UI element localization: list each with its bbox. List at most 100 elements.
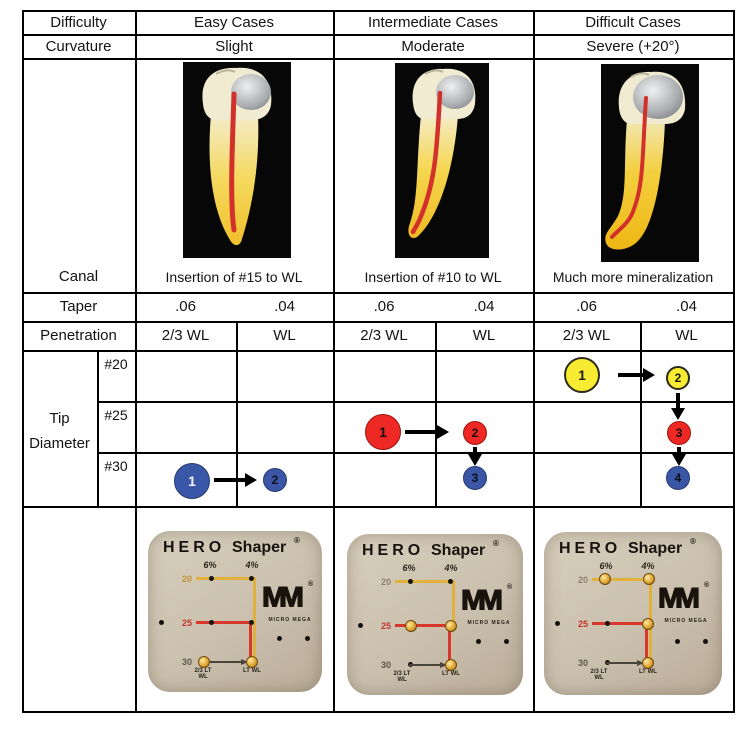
grid-vline xyxy=(22,10,24,713)
taper-col-6pct: 6% xyxy=(599,561,613,571)
taper-difficult-04: .04 xyxy=(676,297,697,315)
depth-label-ltwl: LT WL xyxy=(243,668,261,674)
taper-col-4pct: 4% xyxy=(444,563,458,573)
registered-mark: ® xyxy=(308,581,314,588)
step-marker-difficult-2: 2 xyxy=(666,366,690,390)
grid-hline xyxy=(22,350,735,352)
file-pin xyxy=(643,573,655,585)
taper-row-label: Taper xyxy=(59,297,98,315)
grid-hline xyxy=(97,452,735,454)
card-row-25: 25 xyxy=(181,618,192,628)
depth-label-23ltwl: 2/3 LT WL xyxy=(194,668,212,680)
depth-arrow xyxy=(409,661,447,668)
tooth-image-intermediate xyxy=(395,63,489,258)
taper-col-4pct: 4% xyxy=(245,560,259,570)
grid-dot xyxy=(675,639,680,644)
grid-dot xyxy=(209,620,214,625)
grid-dot xyxy=(448,579,453,584)
depth-label-ltwl: LT WL xyxy=(639,669,657,675)
red-path xyxy=(645,622,648,665)
yellow-path xyxy=(253,577,256,664)
registered-mark: ® xyxy=(294,536,300,545)
micro-mega-wordmark: MICRO MEGA xyxy=(467,620,511,626)
taper-easy-04: .04 xyxy=(274,297,295,315)
card-brand-text: HERO xyxy=(163,539,226,556)
difficulty-row-label: Difficulty xyxy=(50,13,107,31)
grid-vline xyxy=(97,350,99,508)
taper-col-6pct: 6% xyxy=(402,563,416,573)
penetration-intermediate-23wl: 2/3 WL xyxy=(360,326,408,344)
taper-intermediate-04: .04 xyxy=(473,297,495,315)
penetration-difficult-wl: WL xyxy=(675,326,698,344)
tooth-image-easy xyxy=(183,62,291,258)
penetration-intermediate-wl: WL xyxy=(472,326,496,344)
grid-dot xyxy=(476,639,481,644)
penetration-easy-23wl: 2/3 WL xyxy=(161,326,210,344)
grid-dot xyxy=(277,636,282,641)
grid-dot xyxy=(249,620,254,625)
case-header-easy: Easy Cases xyxy=(193,13,275,31)
penetration-easy-wl: WL xyxy=(273,326,296,344)
grid-dot xyxy=(605,621,610,626)
registered-mark: ® xyxy=(690,537,696,546)
step-marker-difficult-3: 3 xyxy=(667,421,691,445)
micro-mega-logo: MM xyxy=(461,584,503,617)
depth-label-ltwl: LT WL xyxy=(442,671,460,677)
depth-label-23ltwl: 2/3 LT WL xyxy=(590,669,608,681)
penetration-row-label: Penetration xyxy=(40,326,117,344)
micro-mega-logo: MM xyxy=(262,581,304,614)
file-pin xyxy=(405,620,417,632)
hero-shaper-card-intermediate: HERO Shaper ® 6% 4% 20 25 30 2/3 LT WL L… xyxy=(347,534,523,695)
curvature-row-label: Curvature xyxy=(45,37,112,55)
arrow-down xyxy=(671,447,686,466)
grid-dot xyxy=(703,639,708,644)
grid-vline xyxy=(135,10,137,713)
file-pin xyxy=(445,659,457,671)
tip-size-25: #25 xyxy=(104,406,128,423)
grid-hline xyxy=(22,58,735,60)
yellow-path xyxy=(196,577,255,580)
registered-mark: ® xyxy=(493,539,499,548)
curvature-intermediate: Moderate xyxy=(401,37,465,55)
tooth-illustration-difficult xyxy=(605,71,686,250)
hero-shaper-card-difficult: HERO Shaper ® 6% 4% 20 25 30 2/3 LT WL L… xyxy=(544,532,722,695)
yellow-path xyxy=(395,580,454,583)
grid-dot xyxy=(209,576,214,581)
tip-diameter-label-line2: Diameter xyxy=(29,435,90,453)
tooth-illustration-intermediate xyxy=(408,68,476,239)
tip-size-20: #20 xyxy=(104,355,128,372)
file-pin xyxy=(246,656,258,668)
grid-dot xyxy=(408,579,413,584)
taper-col-4pct: 4% xyxy=(641,561,655,571)
card-row-30: 30 xyxy=(577,658,588,668)
arrow-right xyxy=(618,367,655,382)
red-path xyxy=(395,624,449,627)
card-brand-text: HERO xyxy=(559,540,622,557)
tip-diameter-label-line1: Tip xyxy=(49,410,70,428)
card-brand-text: HERO xyxy=(362,542,425,559)
card-row-30: 30 xyxy=(380,660,391,670)
yellow-path xyxy=(592,578,651,581)
card-product-text: Shaper xyxy=(628,540,683,557)
taper-intermediate-06: .06 xyxy=(373,297,395,315)
tooth-image-difficult xyxy=(601,64,699,262)
arrow-down xyxy=(670,393,685,420)
micro-mega-wordmark: MICRO MEGA xyxy=(664,618,708,624)
card-product-text: Shaper xyxy=(232,539,287,556)
file-pin xyxy=(198,656,210,668)
depth-arrow xyxy=(606,659,644,666)
file-pin xyxy=(642,618,654,630)
card-row-25: 25 xyxy=(577,619,588,629)
grid-dot xyxy=(358,623,363,628)
step-marker-difficult-4: 4 xyxy=(666,466,690,490)
card-row-20: 20 xyxy=(577,575,588,585)
grid-vline xyxy=(236,321,238,508)
taper-easy-06: .06 xyxy=(175,297,196,315)
micro-mega-logo: MM xyxy=(658,582,700,615)
grid-vline xyxy=(640,321,642,508)
canal-easy: Insertion of #15 to WL xyxy=(165,268,303,285)
hero-shaper-card-easy: HERO Shaper ® 6% 4% 20 25 30 2/3 LT WL L… xyxy=(148,531,322,692)
registered-mark: ® xyxy=(704,582,710,589)
grid-dot xyxy=(504,639,509,644)
grid-vline xyxy=(533,10,535,713)
